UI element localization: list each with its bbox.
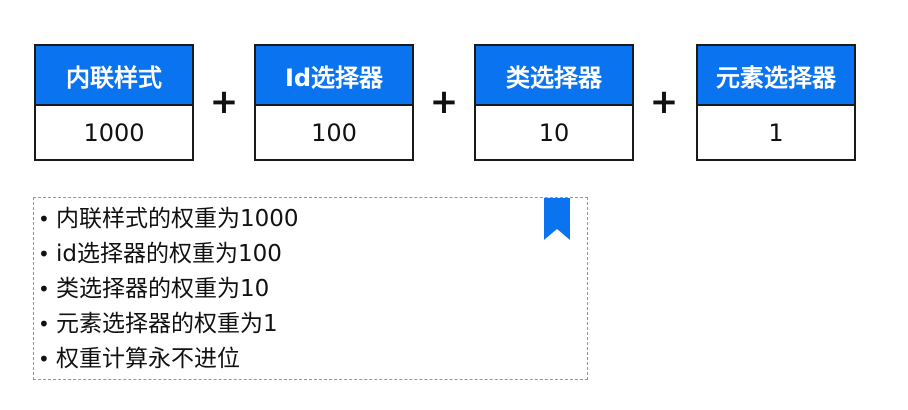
box-inline-style-value: 1000: [83, 118, 145, 147]
box-class-selector-label: 类选择器: [476, 46, 632, 106]
box-id-selector-label: Id选择器: [256, 46, 412, 106]
note-item-text: 权重计算永不进位: [56, 346, 240, 372]
note-item: •类选择器的权重为10: [38, 272, 587, 307]
box-id-selector-value: 100: [311, 118, 357, 147]
note-item: •权重计算永不进位: [38, 342, 587, 377]
note-item: •元素选择器的权重为1: [38, 307, 587, 342]
note-item-text: id选择器的权重为100: [56, 241, 282, 267]
box-class-selector-value: 10: [538, 118, 570, 147]
bookmark-icon: [544, 198, 570, 240]
bullet-dot: •: [38, 312, 50, 336]
box-class-selector: 类选择器 10: [474, 44, 634, 161]
note-item-text: 元素选择器的权重为1: [56, 311, 278, 337]
note-item: •id选择器的权重为100: [38, 237, 587, 272]
note-item-text: 内联样式的权重为1000: [56, 206, 299, 232]
plus-operator-2: +: [429, 82, 459, 122]
plus-operator-3: +: [649, 82, 679, 122]
bullet-dot: •: [38, 347, 50, 371]
box-inline-style: 内联样式 1000: [34, 44, 194, 161]
note-box: •内联样式的权重为1000 •id选择器的权重为100 •类选择器的权重为10 …: [33, 197, 588, 380]
note-item: •内联样式的权重为1000: [38, 202, 587, 237]
note-list: •内联样式的权重为1000 •id选择器的权重为100 •类选择器的权重为10 …: [34, 198, 587, 377]
plus-operator-1: +: [209, 82, 239, 122]
bullet-dot: •: [38, 207, 50, 231]
box-element-selector-label: 元素选择器: [698, 46, 854, 106]
box-element-selector: 元素选择器 1: [696, 44, 856, 161]
box-inline-style-label: 内联样式: [36, 46, 192, 106]
box-element-selector-value: 1: [768, 118, 784, 147]
bullet-dot: •: [38, 277, 50, 301]
box-id-selector: Id选择器 100: [254, 44, 414, 161]
bullet-dot: •: [38, 242, 50, 266]
note-item-text: 类选择器的权重为10: [56, 276, 270, 302]
